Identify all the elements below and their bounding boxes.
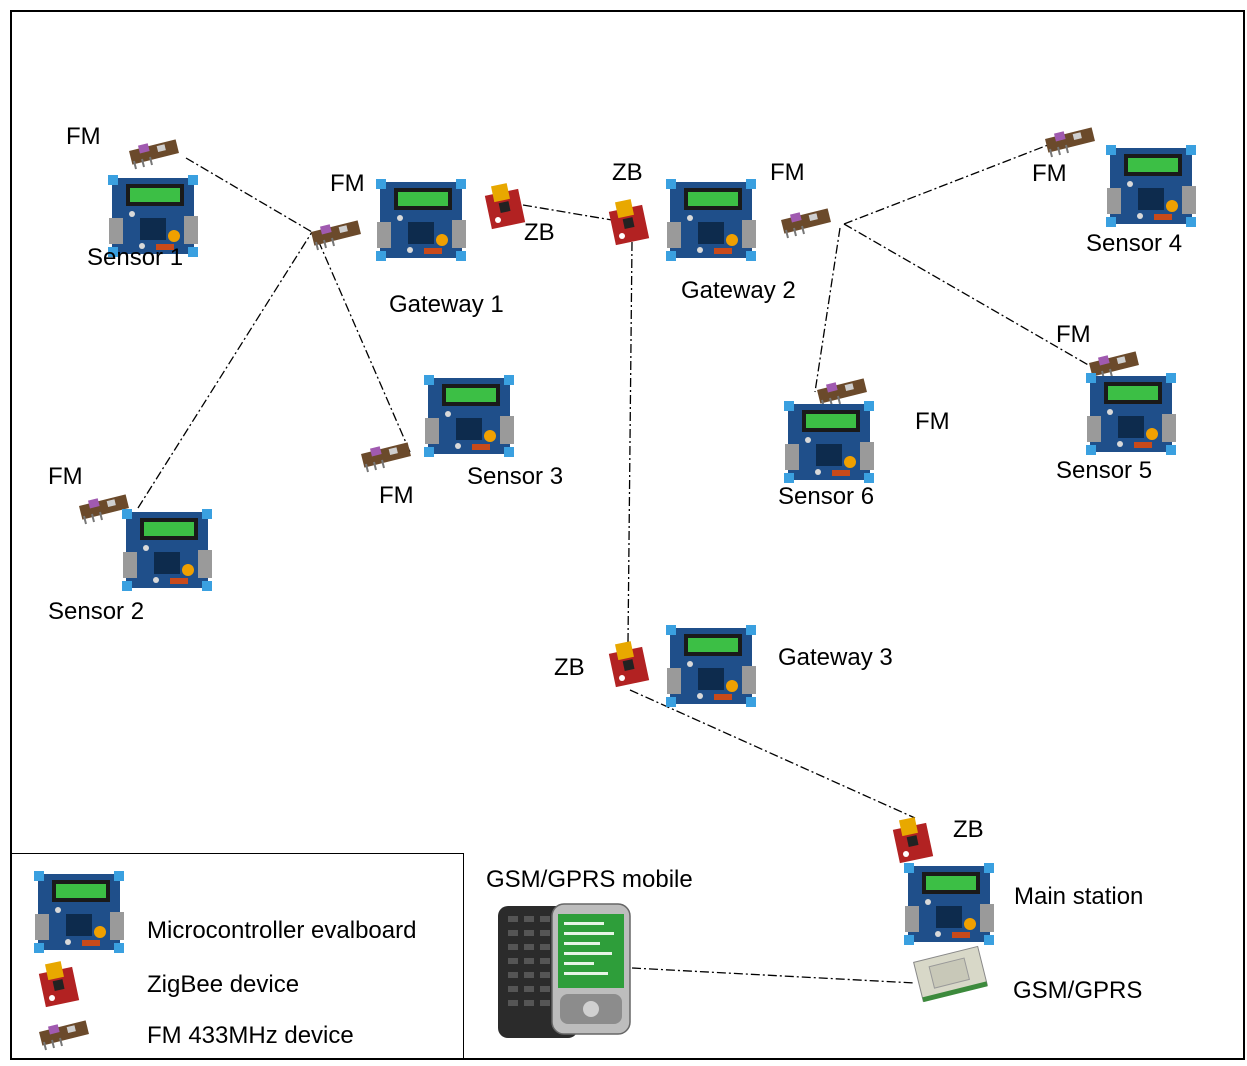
zb-label: ZB [524,219,555,246]
fm-device-icon [360,441,412,473]
link-gateway2-sensor4 [843,144,1049,225]
link-gateway3-mainstation-zb [629,689,916,819]
legend-zigbee-label: ZigBee device [147,971,299,998]
fm-label: FM [66,123,101,150]
sensor-1: FM Sensor 1 [66,123,198,271]
evalboard-icon [666,179,756,261]
legend-graphic: Microcontroller evalboard ZigBee device … [34,871,416,1051]
link-gsm-mobile [631,967,916,984]
sensor-4: FM Sensor 4 [1032,126,1196,257]
fm-label: FM [1056,321,1091,348]
evalboard-icon [904,863,994,945]
gateway-2-label: Gateway 2 [681,277,796,304]
link-sensor2-gateway1 [137,231,313,509]
fm-label: FM [915,408,950,435]
main-station-label: Main station [1014,883,1143,910]
zb-label: ZB [612,159,643,186]
sensor-6: FM Sensor 6 [778,377,950,510]
zigbee-device-icon [608,641,650,688]
fm-device-icon [78,493,130,525]
link-sensor1-gateway1 [185,157,313,233]
fm-label: FM [770,159,805,186]
sensor-4-label: Sensor 4 [1086,230,1182,257]
sensor-3: FM Sensor 3 [360,375,563,509]
gsm-module-icon [913,945,988,1003]
evalboard-icon [1086,373,1176,455]
evalboard-icon [784,401,874,483]
gateway-1: FM ZB Gateway 1 [310,170,555,318]
gateway-1-label: Gateway 1 [389,291,504,318]
link-gateway2-gateway3-zb [627,241,633,643]
legend-item-fm: FM 433MHz device [38,1019,354,1051]
gateway-3: ZB Gateway 3 [554,625,893,707]
fm-device-icon [1044,126,1096,158]
fm-device-icon [38,1019,90,1051]
legend-item-zigbee: ZigBee device [38,961,299,1008]
legend-fm-label: FM 433MHz device [147,1022,354,1049]
legend-item-evalboard: Microcontroller evalboard [34,871,416,953]
sensor-3-label: Sensor 3 [467,463,563,490]
sensor-5-label: Sensor 5 [1056,457,1152,484]
main-station: ZB Main station [892,816,1143,945]
fm-label: FM [1032,160,1067,187]
links [137,144,1091,984]
zigbee-device-icon [484,183,526,230]
evalboard-icon [666,625,756,707]
zigbee-device-icon [608,199,650,246]
gateway-3-label: Gateway 3 [778,644,893,671]
gsm-mobile: GSM/GPRS mobile [486,866,693,1038]
sensor-2: FM Sensor 2 [48,463,212,625]
sensor-2-label: Sensor 2 [48,598,144,625]
sensor-1-label: Sensor 1 [87,244,183,271]
link-sensor3-gateway1 [317,239,411,453]
fm-label: FM [379,482,414,509]
zigbee-device-icon [892,817,934,864]
mobile-label: GSM/GPRS mobile [486,866,693,893]
sensor-6-label: Sensor 6 [778,483,874,510]
gsm-module-label: GSM/GPRS [1013,977,1142,1004]
zigbee-device-icon [38,961,80,1008]
gsm-module: GSM/GPRS [913,945,1142,1004]
mobile-phone-icon [498,903,631,1038]
legend: Microcontroller evalboard ZigBee device … [10,853,464,1060]
fm-device-icon [310,219,362,251]
sensor-5: FM Sensor 5 [1056,321,1176,484]
link-gateway1-gateway2-zb [522,204,613,221]
gateway-2: ZB FM Gateway 2 [608,159,832,304]
fm-device-icon [128,138,180,170]
zb-label: ZB [953,816,984,843]
fm-device-icon [816,377,868,409]
link-gateway2-sensor6 [814,227,841,393]
fm-device-icon [780,207,832,239]
evalboard-icon [1106,145,1196,227]
fm-label: FM [48,463,83,490]
evalboard-icon [122,509,212,591]
link-gateway2-sensor5 [843,223,1091,367]
zb-label: ZB [554,654,585,681]
fm-label: FM [330,170,365,197]
evalboard-icon [424,375,514,457]
diagram-frame [10,10,1245,1060]
evalboard-icon [376,179,466,261]
evalboard-icon [34,871,124,953]
legend-evalboard-label: Microcontroller evalboard [147,917,416,944]
